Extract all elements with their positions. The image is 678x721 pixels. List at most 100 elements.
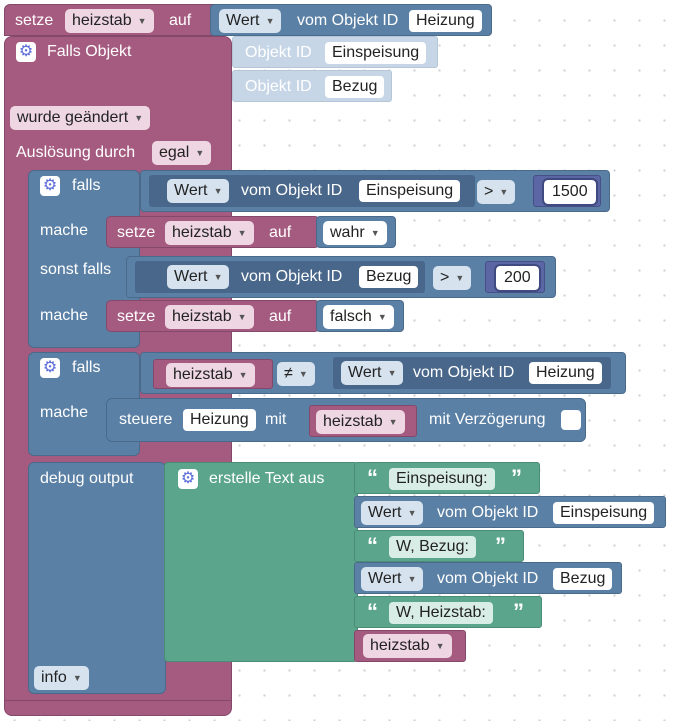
- boolean-block[interactable]: falsch▼: [316, 300, 404, 332]
- chevron-down-icon: ▼: [407, 508, 417, 518]
- text-field[interactable]: W, Bezug:: [389, 536, 476, 558]
- object-id-field[interactable]: Einspeisung: [325, 42, 427, 64]
- chevron-down-icon: ▼: [455, 273, 465, 283]
- variable-dropdown[interactable]: heizstab▼: [165, 305, 254, 329]
- text-field[interactable]: W, Heizstab:: [389, 602, 493, 624]
- steuere-label: steuere: [119, 411, 173, 428]
- chevron-down-icon: ▼: [134, 113, 144, 123]
- variable-get-block[interactable]: heizstab▼: [153, 359, 273, 389]
- delay-checkbox[interactable]: [561, 410, 581, 430]
- chevron-down-icon: ▼: [237, 228, 247, 238]
- object-id-field[interactable]: Heizung: [529, 362, 602, 384]
- falls-label: falls: [72, 359, 101, 376]
- falls-objekt-label: Falls Objekt: [47, 43, 132, 60]
- trigger-by-dropdown[interactable]: egal▼: [152, 141, 212, 165]
- boolean-dropdown[interactable]: falsch▼: [323, 305, 394, 329]
- objekt-id-label: Objekt ID: [245, 78, 312, 95]
- trigger-block-bottom: [4, 700, 232, 716]
- close-quote-icon: ”: [495, 533, 506, 558]
- boolean-dropdown[interactable]: wahr▼: [323, 221, 387, 245]
- variable-dropdown[interactable]: heizstab▼: [165, 221, 254, 245]
- wert-dropdown[interactable]: Wert▼: [167, 265, 230, 289]
- get-value-block[interactable]: Wert▼ vom Objekt ID Heizung: [333, 357, 611, 389]
- set-variable-block[interactable]: setze heizstab▼ auf: [106, 300, 320, 332]
- text-join-block[interactable]: [164, 462, 358, 662]
- variable-dropdown[interactable]: heizstab▼: [166, 363, 255, 387]
- change-mode-dropdown[interactable]: wurde geändert▼: [10, 106, 151, 130]
- chevron-down-icon: ▼: [213, 186, 223, 196]
- objekt-id-label: Objekt ID: [245, 44, 312, 61]
- control-block[interactable]: steuere Heizung mit heizstab▼ mit Verzög…: [106, 398, 586, 442]
- get-value-block-top[interactable]: Wert▼ vom Objekt ID Heizung: [210, 4, 492, 36]
- text-field[interactable]: Einspeisung:: [389, 468, 495, 490]
- condition-2[interactable]: Wert▼ vom Objekt ID Bezug >▼ 200: [126, 256, 556, 298]
- chevron-down-icon: ▼: [370, 228, 380, 238]
- get-value-block[interactable]: Wert▼ vom Objekt ID Einspeisung: [354, 496, 666, 528]
- variable-dropdown[interactable]: heizstab▼: [363, 634, 452, 658]
- gear-icon[interactable]: ⚙: [40, 358, 60, 378]
- operator-dropdown[interactable]: ≠▼: [277, 362, 315, 386]
- condition-3[interactable]: heizstab▼ ≠▼ Wert▼ vom Objekt ID Heizung: [140, 352, 626, 394]
- object-id-field[interactable]: Heizung: [409, 10, 482, 32]
- set-variable-block[interactable]: setze heizstab▼ auf: [106, 216, 320, 248]
- object-id-block-2[interactable]: Objekt ID Bezug: [232, 70, 392, 102]
- variable-get-block[interactable]: heizstab▼: [354, 630, 466, 662]
- number-block[interactable]: 1500: [533, 175, 601, 207]
- mache-label: mache: [40, 307, 89, 324]
- chevron-down-icon: ▼: [377, 312, 387, 322]
- vom-objekt-label: vom Objekt ID: [241, 268, 343, 285]
- vom-objekt-label: vom Objekt ID: [297, 12, 399, 29]
- open-quote-icon: “: [367, 533, 378, 558]
- number-field[interactable]: 1500: [542, 178, 598, 206]
- text-block-3[interactable]: “ W, Heizstab: ”: [354, 596, 542, 628]
- object-id-field[interactable]: Einspeisung: [359, 180, 461, 202]
- get-value-block[interactable]: Wert▼ vom Objekt ID Einspeisung: [149, 175, 475, 207]
- number-block[interactable]: 200: [485, 261, 545, 293]
- wert-dropdown[interactable]: Wert▼: [361, 567, 424, 591]
- chevron-down-icon: ▼: [388, 417, 398, 427]
- operator-dropdown[interactable]: >▼: [477, 180, 516, 204]
- auf-label: auf: [169, 12, 192, 29]
- variable-get-block[interactable]: heizstab▼: [309, 405, 417, 437]
- log-level-dropdown[interactable]: info▼: [34, 666, 89, 690]
- variable-dropdown[interactable]: heizstab▼: [65, 9, 154, 33]
- wert-dropdown[interactable]: Wert▼: [167, 179, 230, 203]
- object-id-field[interactable]: Heizung: [183, 409, 256, 431]
- wert-dropdown[interactable]: Wert▼: [219, 9, 282, 33]
- operator-dropdown[interactable]: >▼: [433, 266, 472, 290]
- object-id-field[interactable]: Einspeisung: [553, 502, 655, 524]
- setze-label: setze: [15, 12, 54, 29]
- gear-icon[interactable]: ⚙: [16, 42, 36, 62]
- debug-output-block[interactable]: [28, 462, 166, 694]
- chevron-down-icon: ▼: [137, 16, 147, 26]
- auf-label: auf: [269, 308, 292, 325]
- set-variable-block-top[interactable]: setze heizstab▼ auf: [4, 4, 214, 36]
- condition-1[interactable]: Wert▼ vom Objekt ID Einspeisung >▼ 1500: [140, 170, 610, 212]
- wert-dropdown[interactable]: Wert▼: [341, 361, 404, 385]
- chevron-down-icon: ▼: [387, 368, 397, 378]
- text-block-1[interactable]: “ Einspeisung: ”: [354, 462, 540, 494]
- object-id-block-1[interactable]: Objekt ID Einspeisung: [232, 36, 438, 68]
- vom-objekt-label: vom Objekt ID: [437, 504, 539, 521]
- get-value-block[interactable]: Wert▼ vom Objekt ID Bezug: [354, 562, 622, 594]
- auf-label: auf: [269, 224, 292, 241]
- number-field[interactable]: 200: [494, 264, 541, 292]
- wert-dropdown[interactable]: Wert▼: [361, 501, 424, 525]
- text-block-2[interactable]: “ W, Bezug: ”: [354, 530, 524, 562]
- chevron-down-icon: ▼: [499, 187, 509, 197]
- vom-objekt-label: vom Objekt ID: [413, 364, 515, 381]
- chevron-down-icon: ▼: [213, 272, 223, 282]
- object-id-field[interactable]: Bezug: [359, 266, 419, 288]
- gear-icon[interactable]: ⚙: [40, 176, 60, 196]
- boolean-block[interactable]: wahr▼: [316, 216, 396, 248]
- variable-dropdown[interactable]: heizstab▼: [316, 410, 405, 434]
- vom-objekt-label: vom Objekt ID: [241, 182, 343, 199]
- object-id-field[interactable]: Bezug: [325, 76, 385, 98]
- chevron-down-icon: ▼: [435, 641, 445, 651]
- setze-label: setze: [117, 308, 156, 325]
- object-id-field[interactable]: Bezug: [553, 568, 613, 590]
- chevron-down-icon: ▼: [238, 370, 248, 380]
- get-value-block[interactable]: Wert▼ vom Objekt ID Bezug: [135, 261, 425, 293]
- ausloesung-label: Auslösung durch: [16, 144, 136, 161]
- gear-icon[interactable]: ⚙: [178, 469, 198, 489]
